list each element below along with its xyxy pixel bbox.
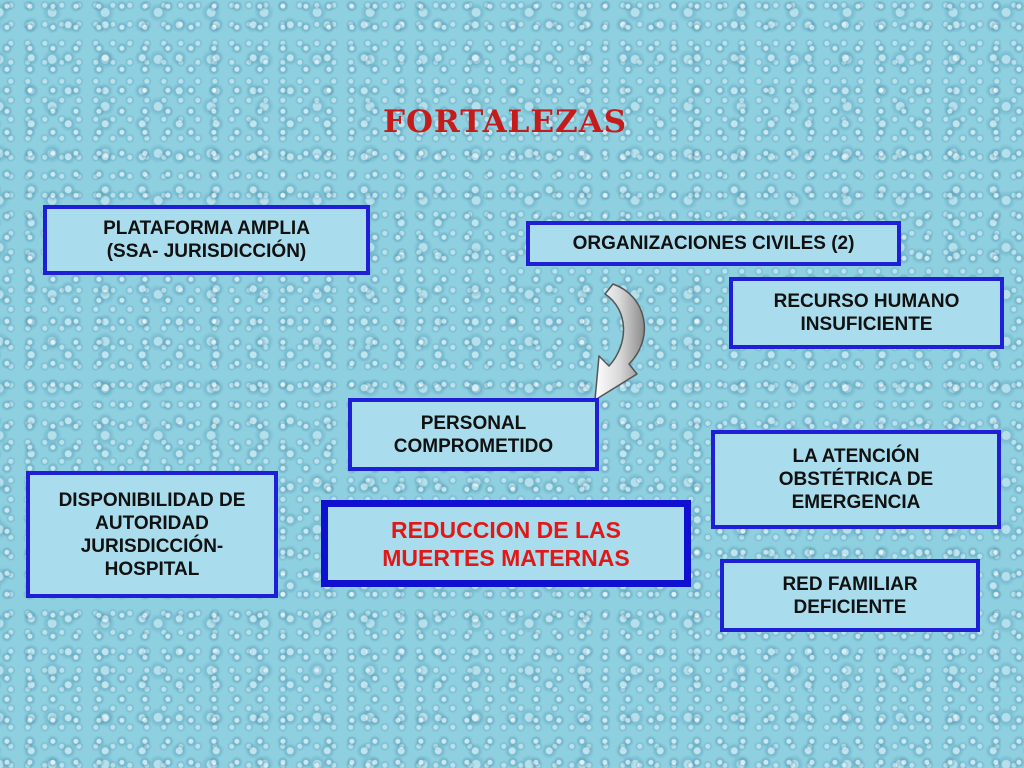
- box-organizaciones-civiles: ORGANIZACIONES CIVILES (2): [526, 221, 901, 266]
- box-plataforma-amplia: PLATAFORMA AMPLIA (SSA- JURISDICCIÓN): [43, 205, 370, 275]
- box-reduccion-muertes-maternas: REDUCCION DE LAS MUERTES MATERNAS: [321, 500, 691, 587]
- box-atencion-obstetrica: LA ATENCIÓN OBSTÉTRICA DE EMERGENCIA: [711, 430, 1001, 529]
- box-personal-comprometido: PERSONAL COMPROMETIDO: [348, 398, 599, 471]
- box-red-familiar: RED FAMILIAR DEFICIENTE: [720, 559, 980, 632]
- box-disponibilidad-autoridad: DISPONIBILIDAD DE AUTORIDAD JURISDICCIÓN…: [26, 471, 278, 598]
- box-recurso-humano: RECURSO HUMANO INSUFICIENTE: [729, 277, 1004, 349]
- curved-arrow-icon: [594, 283, 646, 401]
- page-title: Fortalezas: [383, 104, 628, 140]
